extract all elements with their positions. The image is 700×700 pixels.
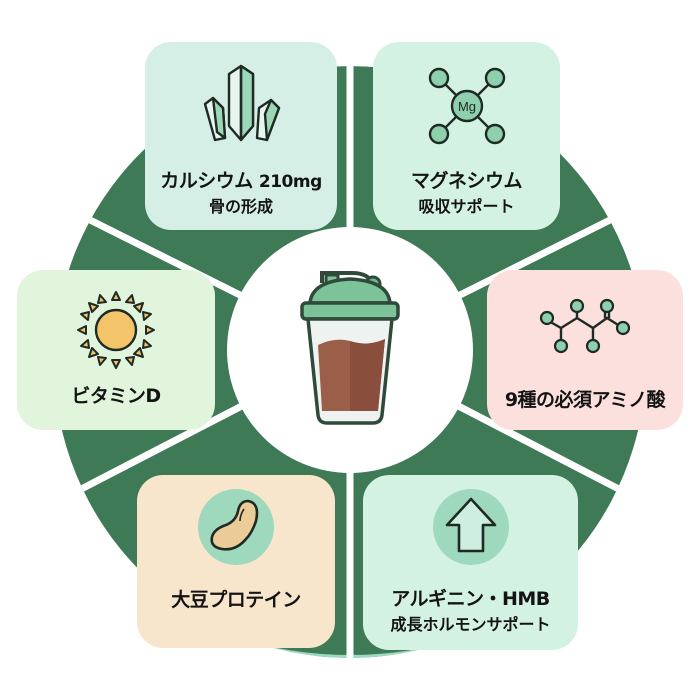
- molecule-mg-icon: Mg: [428, 67, 505, 145]
- panel-amino-acids: 9種の必須アミノ酸: [487, 270, 683, 430]
- panel-magnesium: Mg マグネシウム 吸収サポート: [373, 42, 560, 230]
- panel-title: 大豆プロテイン: [171, 589, 301, 612]
- panel-subtitle: 骨の形成: [208, 196, 273, 216]
- crystal-icon: [203, 64, 281, 142]
- panel-soy-protein: 大豆プロテイン: [137, 475, 335, 648]
- panel-subtitle: 吸収サポート: [418, 196, 515, 216]
- panel-title: マグネシウム: [410, 169, 523, 192]
- sun-icon: [77, 291, 155, 369]
- amino-acid-structure-icon: [539, 298, 631, 354]
- arrow-up-icon: [432, 489, 509, 565]
- panel-title: ビタミンD: [71, 385, 161, 408]
- panel-title: カルシウム 210mg: [160, 169, 322, 193]
- protein-shaker-icon: [300, 271, 400, 425]
- panel-vitamin-d: ビタミンD: [17, 270, 215, 430]
- panel-subtitle: 成長ホルモンサポート: [390, 614, 551, 634]
- panel-arginine-hmb: アルギニン・HMB 成長ホルモンサポート: [363, 475, 578, 650]
- panel-title: アルギニン・HMB: [391, 587, 550, 610]
- panel-calcium: カルシウム 210mg 骨の形成: [145, 42, 337, 230]
- soybean-icon: [198, 489, 274, 565]
- calcium-amount: 210mg: [258, 171, 322, 192]
- svg-text:Mg: Mg: [457, 99, 475, 114]
- panel-title: 9種の必須アミノ酸: [504, 389, 666, 412]
- calcium-title: カルシウム: [160, 169, 253, 192]
